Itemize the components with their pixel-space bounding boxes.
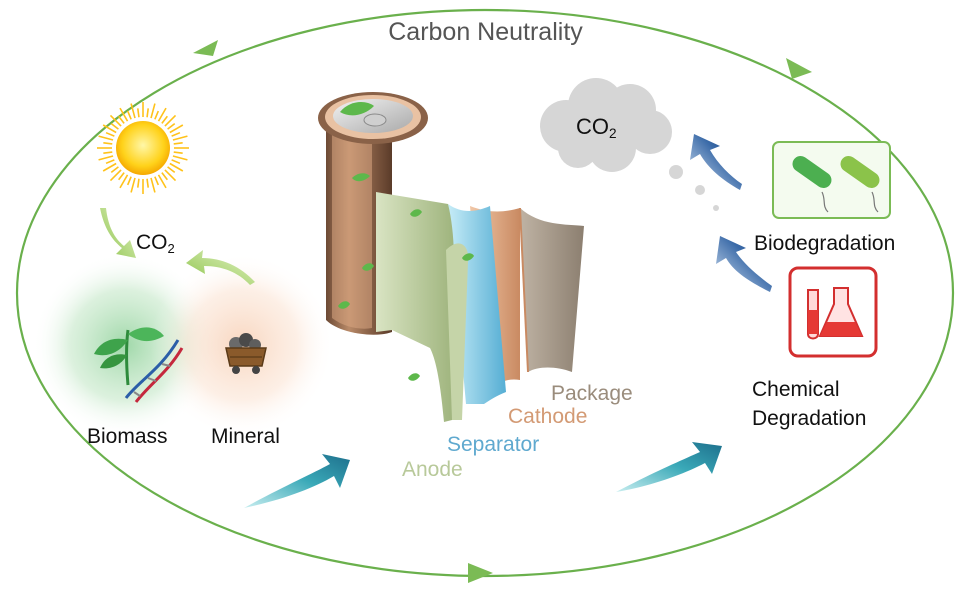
sun-ray — [150, 177, 156, 193]
chemical-degradation-label: Chemical Degradation — [752, 375, 866, 433]
cloud-icon — [540, 78, 719, 211]
sun-ray — [157, 107, 167, 122]
sun-ray — [169, 124, 184, 134]
co2-label-cloud: CO2 — [576, 114, 617, 142]
sun-ray — [154, 176, 160, 186]
anode-layer — [376, 192, 454, 422]
return-arrow-upper — [690, 134, 742, 190]
sun-ray — [171, 131, 181, 137]
sun-ray — [110, 123, 119, 130]
sun-ray — [172, 155, 188, 161]
sun-ray — [105, 159, 115, 165]
mineral-label: Mineral — [211, 425, 280, 448]
anode-label: Anode — [402, 458, 463, 481]
sun-ray — [161, 115, 168, 124]
bacteria-icon — [792, 155, 880, 213]
cycle-arrow-head-top-right — [786, 58, 812, 79]
flow-arrow-left — [244, 454, 350, 508]
package-layer — [520, 208, 584, 372]
sun-ray — [105, 131, 115, 137]
sun-ray — [146, 108, 150, 118]
sun-ray — [167, 166, 176, 173]
arrow-mineral-to-co2 — [186, 250, 255, 285]
sun-ray — [102, 162, 117, 172]
sun-ray — [119, 174, 129, 189]
sun-ray — [98, 155, 114, 161]
sun-ray — [126, 110, 132, 120]
plant-icon — [94, 327, 164, 386]
sun-ray — [169, 162, 184, 172]
sun-ray — [102, 124, 117, 134]
cycle-arrow-head-top-left — [193, 40, 218, 56]
arrow-sun-to-co2 — [100, 208, 136, 258]
sun-ray — [150, 103, 156, 119]
sun-ray — [130, 177, 136, 193]
flask-icon — [818, 287, 864, 337]
return-arrow-lower — [716, 236, 772, 292]
package-label: Package — [551, 382, 633, 405]
leaf-icon — [338, 102, 474, 381]
biomass-label: Biomass — [87, 425, 168, 448]
sun-ray — [172, 135, 188, 141]
diagram-title: Carbon Neutrality — [388, 18, 583, 46]
sun-ray — [119, 107, 129, 122]
sun-icon — [97, 102, 189, 194]
sun-ray — [171, 159, 181, 165]
sun-ray — [109, 114, 122, 127]
co2-label-left: CO2 — [136, 231, 175, 256]
sun-ray — [103, 151, 113, 155]
sun-ray — [136, 178, 140, 188]
sun-ray — [98, 135, 114, 141]
cathode-edge — [519, 207, 529, 373]
sun-ray — [110, 166, 119, 173]
sun-ray — [136, 108, 140, 118]
sun-ray — [118, 172, 125, 181]
sun-ray — [173, 151, 183, 155]
sun-ray — [130, 103, 136, 119]
sun-ray — [167, 123, 176, 130]
anode-fold — [446, 243, 469, 420]
sun-ray — [161, 172, 168, 181]
biodegradation-label: Biodegradation — [754, 232, 896, 255]
sun-ray — [103, 141, 113, 145]
sun-ray — [164, 114, 177, 127]
separator-label: Separator — [447, 433, 540, 456]
mine-cart-icon — [225, 333, 267, 374]
sun-ray — [126, 176, 132, 186]
sun-ray — [157, 174, 167, 189]
cycle-arrow-head-bottom — [468, 563, 493, 583]
dna-icon — [124, 339, 184, 403]
sun-ray — [146, 178, 150, 188]
sun-ray — [154, 110, 160, 120]
chemical-label-line2: Degradation — [752, 407, 867, 430]
cathode-label: Cathode — [508, 405, 588, 428]
chemical-label-line1: Chemical — [752, 378, 840, 401]
sun-ray — [118, 115, 125, 124]
sun-ray — [109, 169, 122, 182]
flow-arrow-right — [616, 442, 722, 492]
sun-ray — [173, 141, 183, 145]
sun-ray — [164, 169, 177, 182]
test-tube-icon — [807, 289, 819, 340]
sun-core — [116, 121, 170, 175]
